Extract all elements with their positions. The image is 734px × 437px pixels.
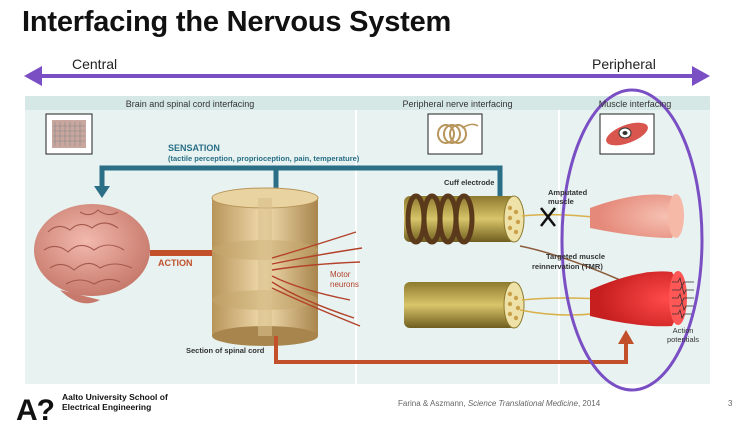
action-label: ACTION <box>158 258 193 268</box>
cuff-electrode-nerve <box>404 193 525 245</box>
sensation-label: SENSATION <box>168 143 220 153</box>
citation-year: , 2014 <box>577 399 601 408</box>
panel-label-nerve: Peripheral nerve interfacing <box>402 99 513 109</box>
central-label: Central <box>72 56 118 72</box>
panel-label-muscle: Muscle interfacing <box>598 99 672 109</box>
peripheral-label: Peripheral <box>592 56 656 72</box>
action-potential-traces <box>672 276 694 320</box>
amputated-muscle <box>590 194 684 238</box>
aalto-logo: A? <box>16 394 55 427</box>
spinal-cord-label: Section of spinal cord <box>186 346 265 355</box>
citation-authors: Farina & Aszmann, <box>398 399 468 408</box>
action-potentials-label: Action potentials <box>666 326 700 344</box>
cuff-electrode-label: Cuff electrode <box>444 178 495 187</box>
return-path <box>274 336 628 364</box>
university-name: Aalto University School of Electrical En… <box>62 392 168 412</box>
tmr-muscle <box>590 271 686 327</box>
citation: Farina & Aszmann, Science Translational … <box>398 399 600 408</box>
brain <box>34 204 150 296</box>
amputated-muscle-label: Amputated muscle <box>548 188 588 206</box>
muscle-highlight-ellipse <box>560 88 704 392</box>
cut-mark <box>540 207 556 227</box>
tmr-label-line1: Targeted muscle <box>546 252 606 261</box>
motor-neurons <box>271 231 363 327</box>
motor-neurons-label: Motor neurons <box>330 270 359 289</box>
page-title: Interfacing the Nervous System <box>22 6 452 38</box>
tmr-label-line2: reinnervation (TMR) <box>532 262 603 271</box>
arrow-right-head <box>692 66 710 86</box>
arrow-left-head <box>24 66 42 86</box>
sensation-path <box>99 165 503 196</box>
panel-label-brain: Brain and spinal cord interfacing <box>125 99 255 109</box>
citation-journal: Science Translational Medicine <box>467 399 578 408</box>
page-number: 3 <box>728 399 733 408</box>
nerve-bottom <box>404 281 525 329</box>
sensation-subtitle: (tactile perception, proprioception, pai… <box>168 154 360 163</box>
